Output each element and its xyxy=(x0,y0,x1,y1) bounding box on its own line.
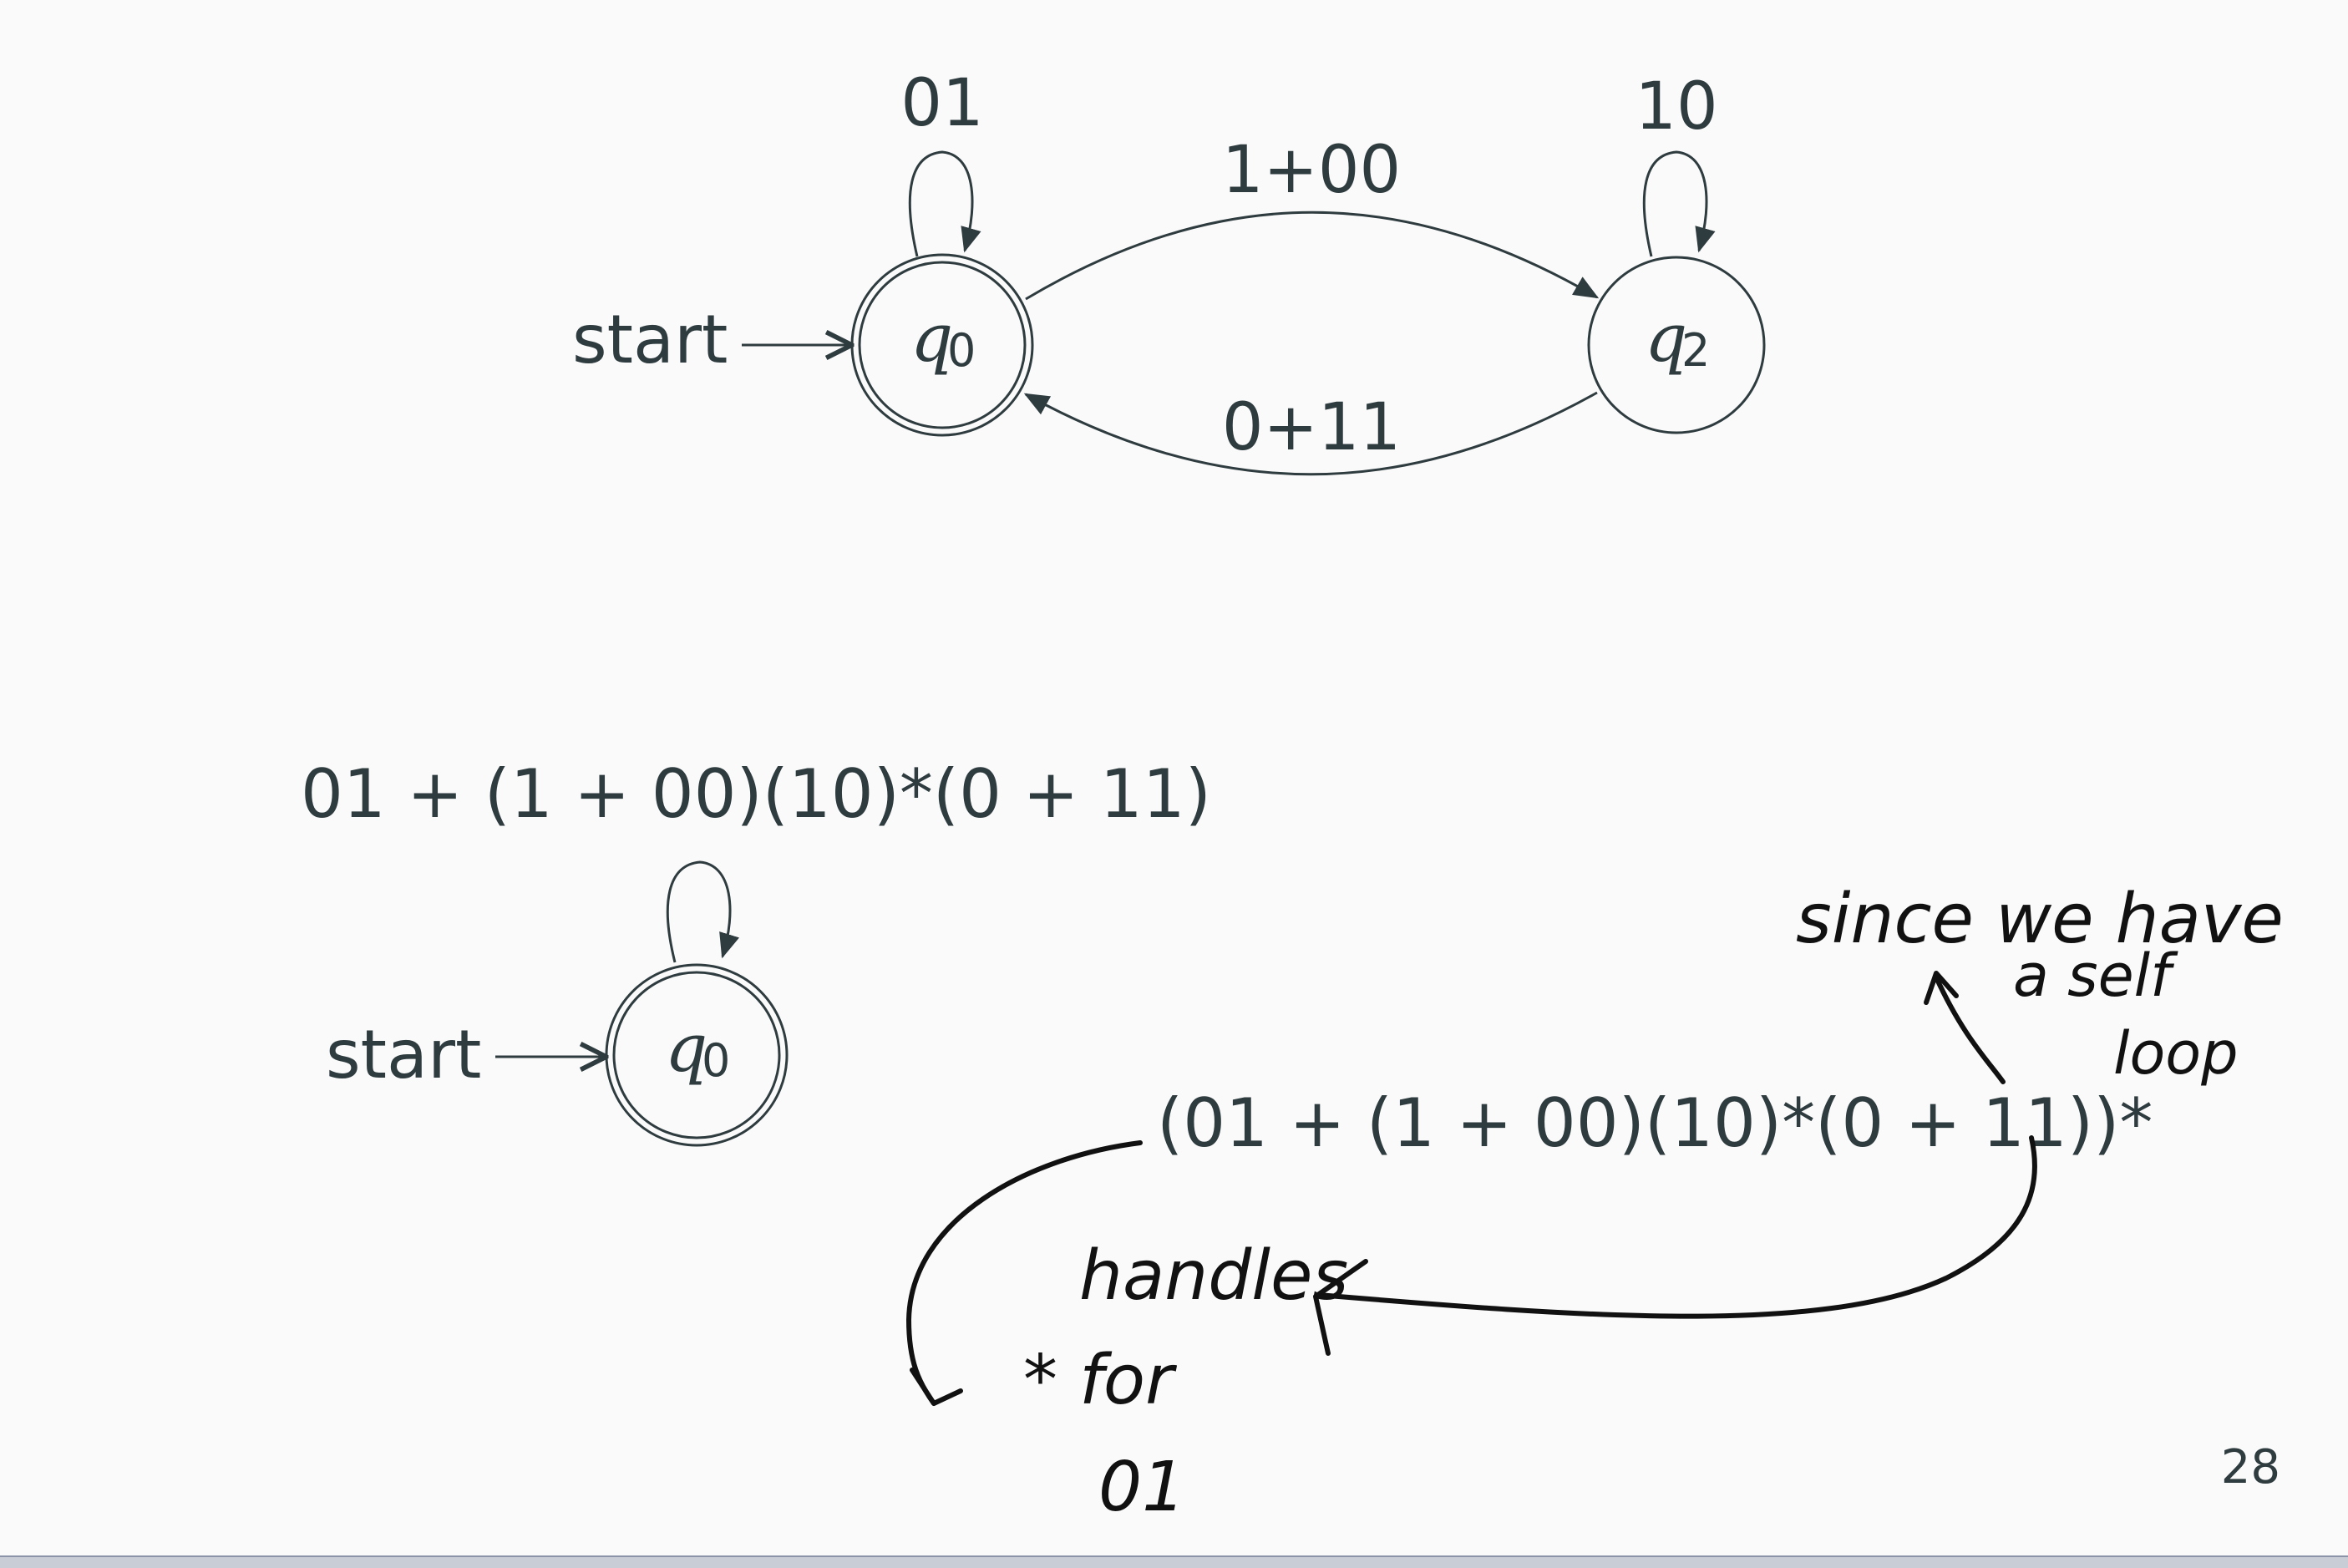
start-label-bottom: start xyxy=(326,1016,481,1094)
self-loop-q0-bottom xyxy=(666,860,740,963)
state-q0-letter: q xyxy=(910,299,953,377)
edge-q2-to-q0 xyxy=(1023,391,1598,476)
start-label: start xyxy=(572,301,728,378)
ink-arrowhead-right xyxy=(1313,1259,1368,1356)
state-q2: q 2 xyxy=(1587,256,1766,434)
self-loop-q0-label: 01 xyxy=(900,66,983,141)
self-loop-q2 xyxy=(1642,150,1716,257)
ink-arrow-to-note-since xyxy=(1934,975,2006,1084)
ink-curve-right xyxy=(1316,1135,2037,1319)
state-q0-bottom-index: 0 xyxy=(702,1034,730,1087)
automaton-top: start q 0 q 2 01 10 1+00 0+11 xyxy=(572,66,1766,476)
state-q2-letter: q xyxy=(1645,299,1687,377)
final-star-expression: (01 + (1 + 00)(10)*(0 + 11))* xyxy=(1157,1084,2153,1162)
ink-arrowhead-left xyxy=(910,1368,963,1406)
state-q0-bottom-outer-circle xyxy=(605,963,789,1147)
self-loop-q0 xyxy=(908,150,981,257)
note-since-line2: a self xyxy=(2013,941,2178,1010)
edge-q0-to-q2 xyxy=(1025,211,1600,301)
state-q0-index: 0 xyxy=(947,324,976,377)
note-since-line3: loop xyxy=(2113,1019,2239,1088)
state-q0-bottom: q 0 xyxy=(605,963,789,1147)
state-q0-bottom-inner-circle xyxy=(612,971,781,1139)
automaton-bottom: 01 + (1 + 00)(10)*(0 + 11) start q 0 xyxy=(301,755,1211,1147)
state-q0-outer-circle xyxy=(850,253,1034,437)
note-since-line1: since we have xyxy=(1796,880,2284,959)
edge-q0-to-q2-label: 1+00 xyxy=(1222,133,1401,208)
state-q0-inner-circle xyxy=(858,261,1027,429)
state-q0-bottom-letter: q xyxy=(665,1009,707,1087)
state-q0: q 0 xyxy=(850,253,1034,437)
edge-q2-to-q0-label: 0+11 xyxy=(1222,390,1401,465)
self-loop-q2-label: 10 xyxy=(1635,69,1717,145)
handwritten-annotations: since we have a self loop handles * for … xyxy=(906,880,2284,1527)
note-handles-line2: * for xyxy=(1023,1341,1177,1420)
ink-arrowhead-note-since xyxy=(1924,971,1959,1005)
page-number: 28 xyxy=(2221,1440,2280,1494)
state-q2-index: 2 xyxy=(1681,324,1710,377)
bottom-bar xyxy=(0,1555,2348,1568)
note-handles-line1: handles xyxy=(1079,1236,1348,1316)
note-handles-line3: 01 xyxy=(1098,1448,1185,1527)
regex-loop-label: 01 + (1 + 00)(10)*(0 + 11) xyxy=(301,755,1211,833)
state-q2-circle xyxy=(1587,256,1766,434)
